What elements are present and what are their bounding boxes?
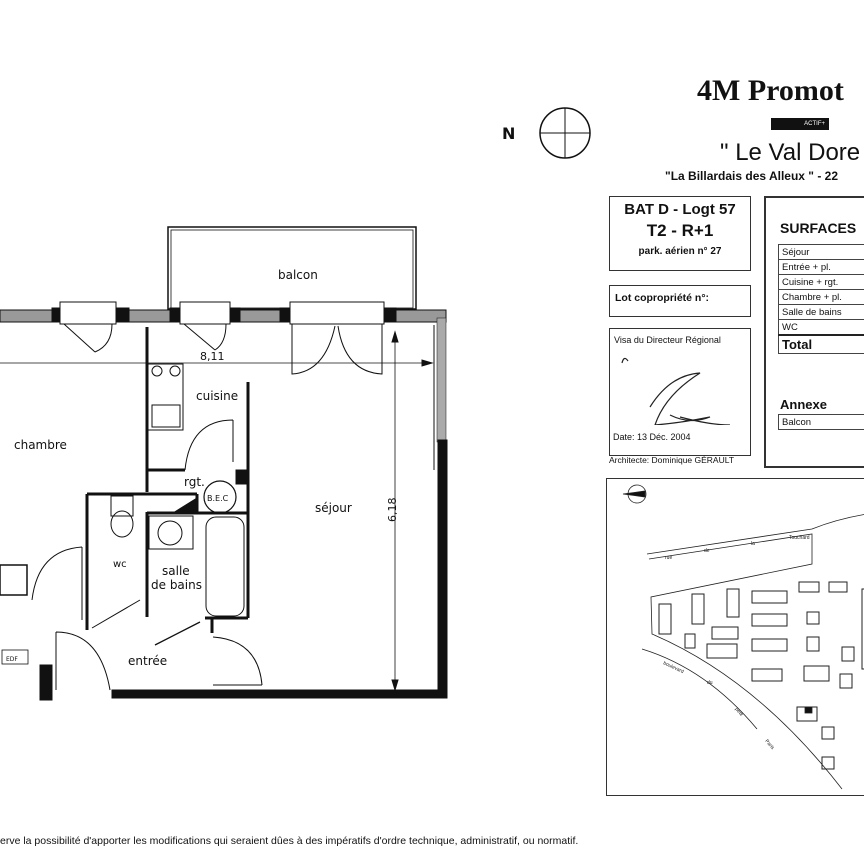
surfaces-table: Séjour Entrée + pl. Cuisine + rgt. Chamb… [778,244,864,354]
edf-label: EDF [6,656,18,663]
table-row: Chambre + pl. [778,289,864,305]
room-label-sejour: séjour [315,501,352,515]
annexe-table: Balcon [778,414,864,430]
street-label: petit [733,706,744,718]
company-name: 4M Promot [697,74,844,107]
unit-parking: park. aérien n° 27 [638,246,722,257]
room-label-entree: entrée [128,654,167,668]
bottom-wall [111,689,448,699]
surface-label: Salle de bains [778,304,864,320]
room-label-balcon: balcon [278,268,318,282]
surface-label: Séjour [778,244,864,260]
table-row: Séjour [778,244,864,260]
visa-title: Visa du Directeur Régional [614,335,721,345]
architect: Architecte: Dominique GÉRAULT [609,455,735,465]
surfaces-title: SURFACES [780,220,857,236]
compass-north-label: N [502,124,515,143]
dimension-height: 6,18 [386,498,399,523]
street-label: boulevard [662,660,685,675]
table-row: Salle de bains [778,304,864,320]
company-badge: ACTIF+ [771,118,829,130]
annexe-title: Annexe [780,397,827,412]
site-map: rue de la Touchard boulevard du petit Pa… [606,478,864,796]
visa-date: Date: 13 Déc. 2004 [613,432,691,442]
project-name: " Le Val Dore [720,139,861,166]
table-row-total: Total [778,334,864,354]
surface-label: Entrée + pl. [778,259,864,275]
table-row: WC [778,319,864,336]
bec-boiler [203,480,237,514]
table-row: Entrée + pl. [778,259,864,275]
street-label: rue [665,555,672,561]
signature [621,357,731,426]
room-label-bec: B.E.C [207,494,229,503]
street-label: de [704,548,710,554]
dimension-width: 8,11 [200,350,225,363]
site-map-drawing: rue de la Touchard boulevard du petit Pa… [622,484,864,790]
room-label-wc: wc [113,559,127,570]
surface-total-label: Total [778,334,864,354]
project-location: "La Billardais des Alleux " - 22 [665,169,838,183]
unit-type: T2 - R+1 [646,221,714,240]
visa-box: Visa du Directeur Régional Date: 13 Déc.… [609,328,751,456]
room-label-cuisine: cuisine [196,389,238,403]
street-label: Paris [763,738,775,751]
table-row: Balcon [778,414,864,430]
surface-label: Cuisine + rgt. [778,274,864,290]
unit-building: BAT D - Logt 57 [624,201,736,218]
unit-info-box: BAT D - Logt 57 T2 - R+1 park. aérien n°… [609,196,751,271]
right-wall [437,439,448,699]
surface-label: Chambre + pl. [778,289,864,305]
disclaimer: erve la possibilité d'apporter les modif… [0,835,579,847]
lot-box: Lot copropriété n°: [609,285,751,317]
annexe-label: Balcon [778,414,864,430]
street-label: du [707,680,713,686]
surface-label: WC [778,319,864,336]
street-label: la [751,541,755,547]
room-label-rgt: rgt. [184,475,205,489]
room-label-salle: salle [162,564,190,578]
street-label: Touchard [789,535,810,541]
floor-plan: balcon cuisine chambre rgt. B.E.C séjour… [0,107,591,701]
room-label-chambre: chambre [14,438,67,452]
lot-label: Lot copropriété n°: [615,292,710,304]
table-row: Cuisine + rgt. [778,274,864,290]
room-label-de-bains: de bains [151,578,202,592]
